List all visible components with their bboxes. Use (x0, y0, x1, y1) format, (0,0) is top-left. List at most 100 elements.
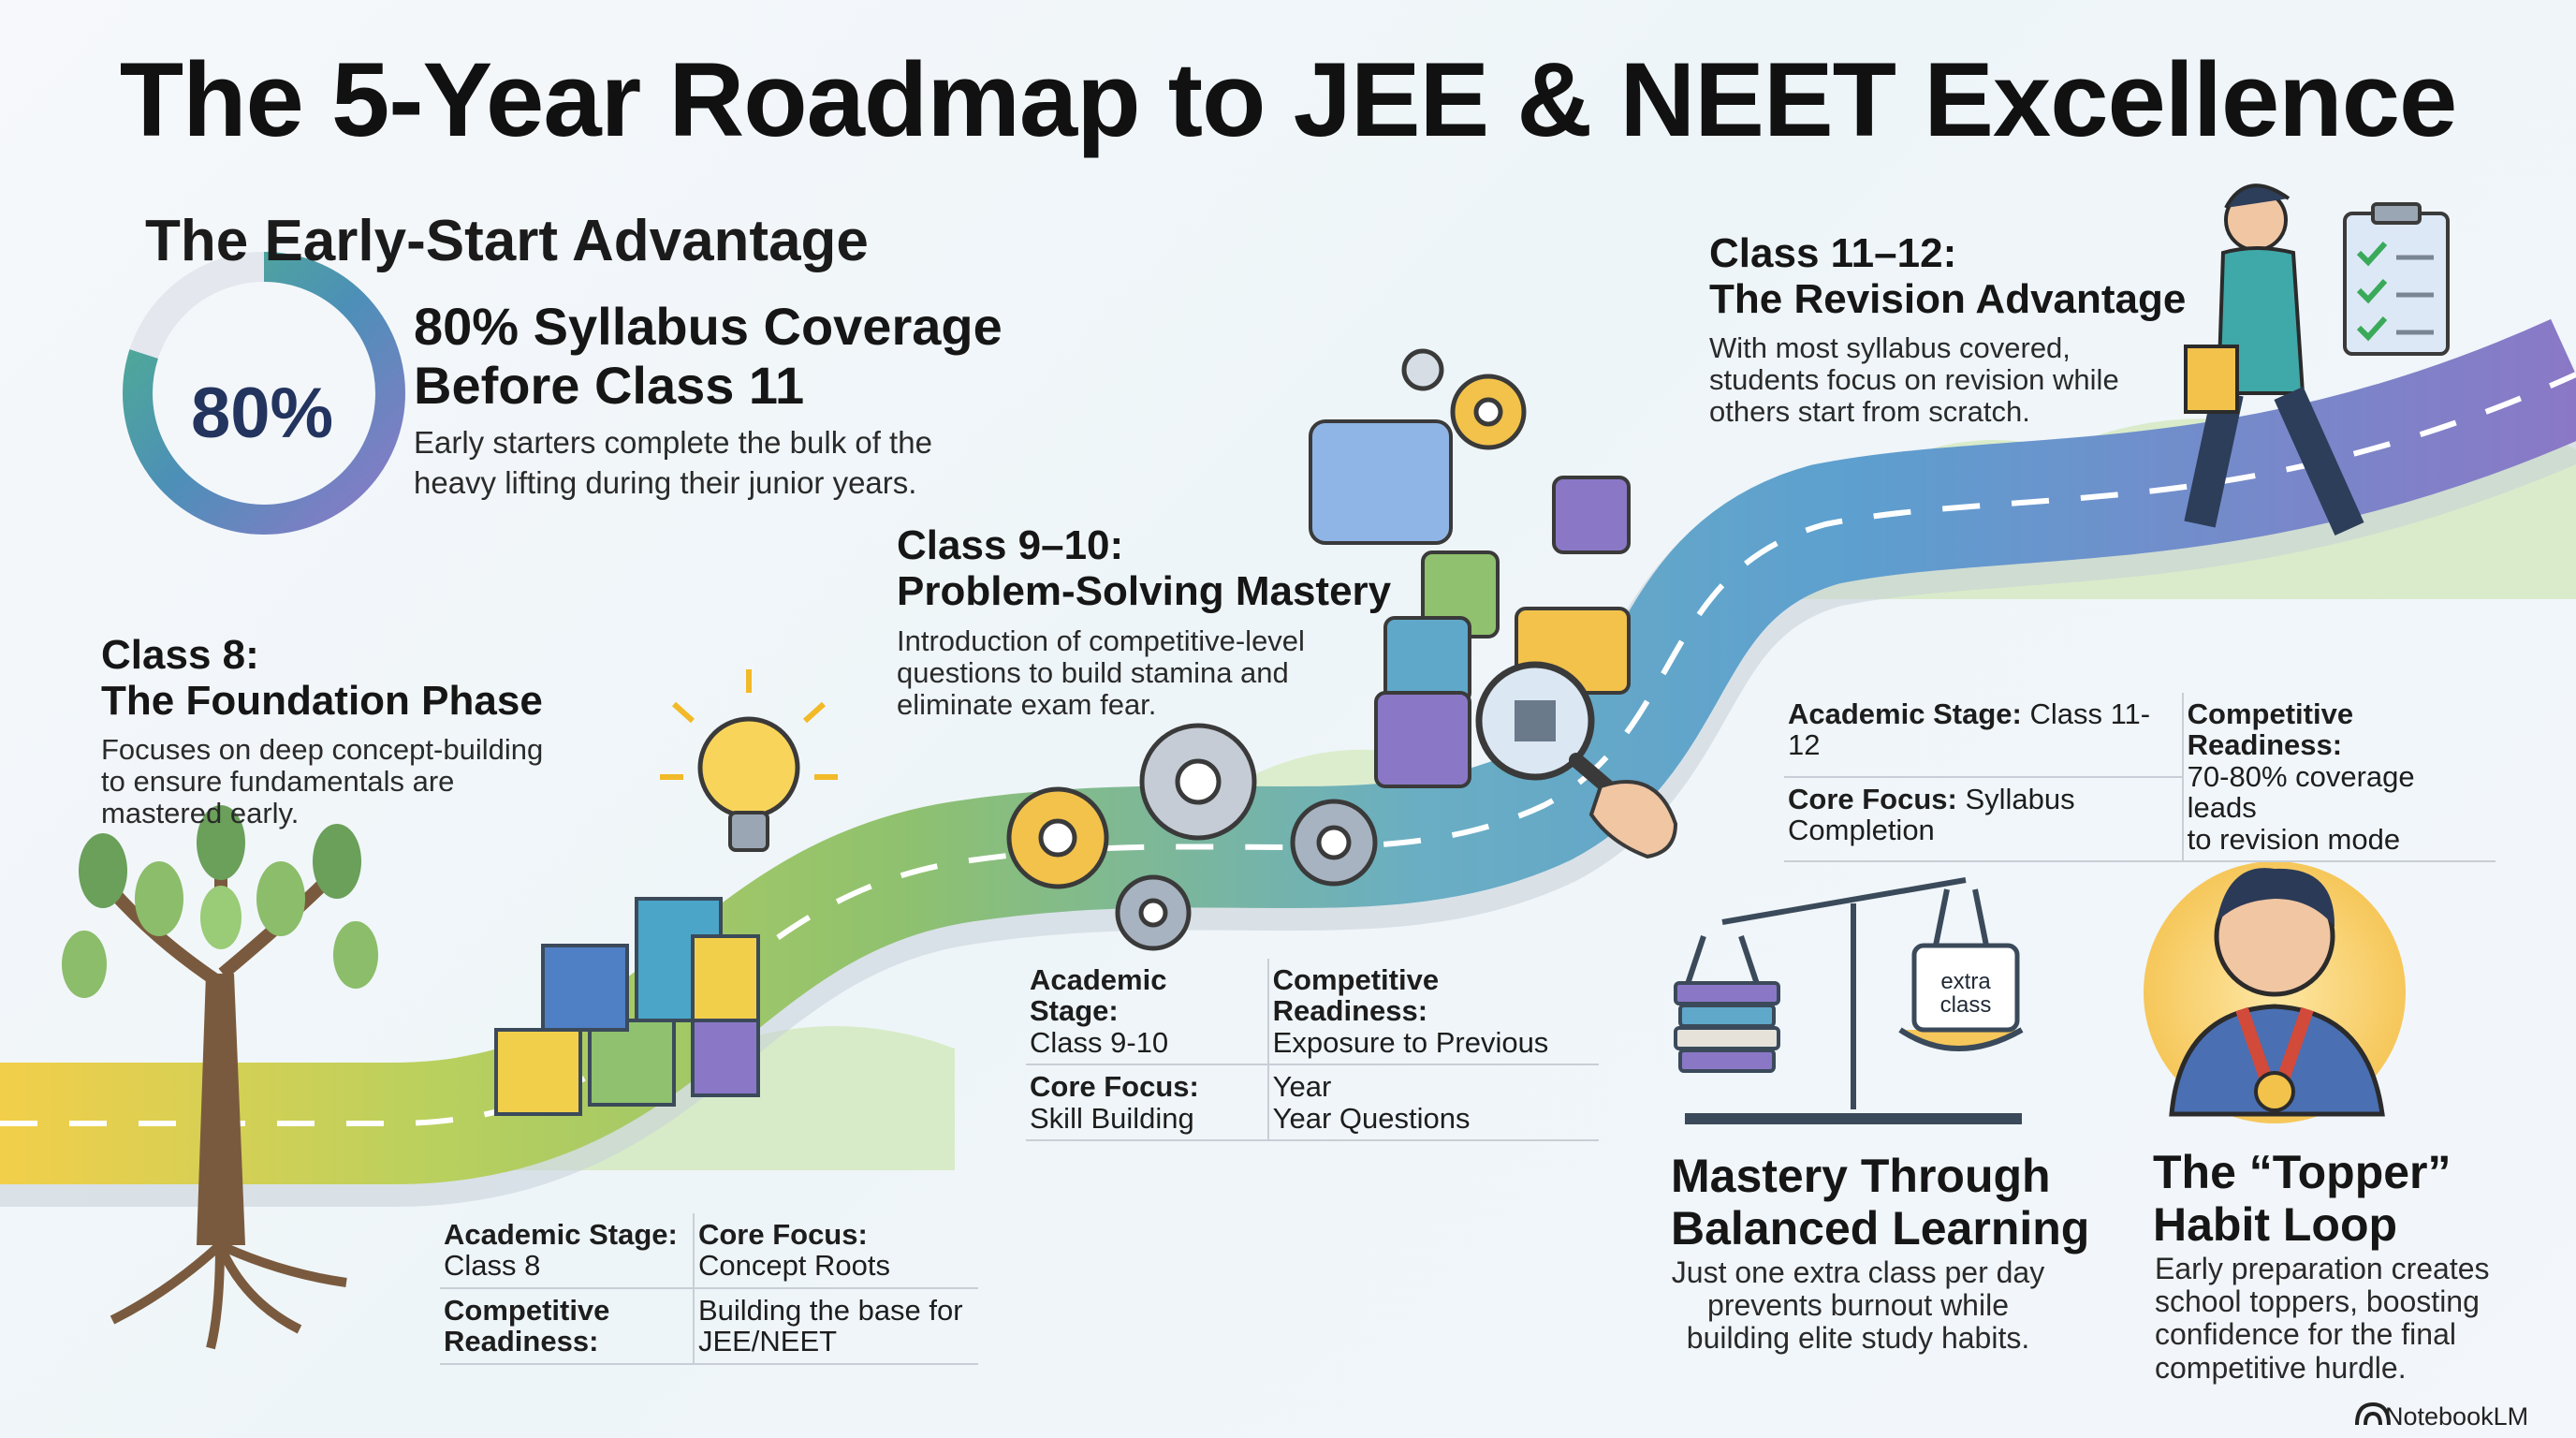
early-start-heading: The Early-Start Advantage (145, 209, 869, 273)
balanced-desc-line-3: building elite study habits. (1686, 1321, 2030, 1356)
class8-title: Class 8: The Foundation Phase (101, 632, 543, 725)
class9-10-readiness-cell: Competitive Readiness:Exposure to Previo… (1267, 959, 1599, 1066)
coverage-heading: 80% Syllabus Coverage Before Class 11 (414, 297, 1069, 415)
books-icon (1674, 981, 1780, 1073)
coverage-description: Early starters complete the bulk of the … (414, 423, 975, 504)
class9-10-academic-stage-cell: Academic Stage:Class 9-10 (1026, 959, 1269, 1066)
class11-12-desc-line-3: others start from scratch. (1709, 395, 2030, 429)
donut-progress-icon (123, 252, 405, 535)
class8-title-line-2: The Foundation Phase (101, 678, 543, 725)
topper-medal-icon (2144, 861, 2406, 1123)
percent-label: 80% (190, 374, 334, 453)
extra-class-tag-text: extra class (1914, 969, 2017, 1019)
class11-12-desc-line-2: students focus on revision while (1709, 363, 2119, 397)
topper-habit-description: Early preparation creates school toppers… (2155, 1252, 2529, 1385)
topper-habit-title: The “Topper” Habit Loop (2153, 1146, 2527, 1251)
lightbulb-icon (660, 669, 838, 852)
class8-title-line-1: Class 8: (101, 632, 259, 678)
academic-stage-value: Class 9-10 (1030, 1025, 1169, 1059)
readiness-label-line-1: Competitive (444, 1293, 610, 1327)
class9-10-desc-line-2: questions to build stamina and (897, 656, 1289, 690)
class9-10-desc-line-1: Introduction of competitive-level (897, 624, 1305, 657)
academic-stage-label: Academic Stage: (1788, 697, 2022, 730)
class8-desc-line-3: mastered early. (101, 797, 300, 830)
class8-desc-line-1: Focuses on deep concept-building (101, 733, 544, 766)
brain-puzzle-icon (1309, 419, 1631, 788)
class11-12-info-table: Academic Stage: Class 11-12 Competitive … (1784, 693, 2496, 863)
balanced-learning-title: Mastery Through Balanced Learning (1671, 1150, 2111, 1255)
readiness-label: Competitive Readiness: (1272, 963, 1440, 1028)
balanced-desc-line-2: prevents burnout while (1707, 1288, 2009, 1323)
topper-desc-line-4: competitive hurdle. (2155, 1350, 2407, 1385)
readiness-value-line-2: to revision mode (2187, 822, 2401, 856)
notebooklm-logo-icon (2355, 1401, 2391, 1426)
core-focus-label: Core Focus: (1030, 1070, 1199, 1104)
class11-12-academic-stage-cell: Academic Stage: Class 11-12 (1784, 693, 2184, 778)
readiness-value-line-2: Year (1272, 1070, 1332, 1104)
readiness-value-line-1: Exposure to Previous (1272, 1025, 1549, 1059)
class9-10-info-table: Academic Stage:Class 9-10 Competitive Re… (1026, 959, 1599, 1142)
readiness-value-line-2: JEE/NEET (697, 1325, 838, 1358)
core-focus-value: Syllabus Completion (1788, 782, 2075, 847)
blocks-icon (494, 897, 760, 1116)
readiness-value-line-1: Building the base for (697, 1293, 963, 1327)
extra-class-tag-line-1: extra (1940, 969, 1991, 994)
core-focus-label: Core Focus: (697, 1218, 868, 1251)
class9-10-core-focus-cell: Core Focus:Skill Building (1026, 1064, 1269, 1142)
core-focus-value: Skill Building (1030, 1101, 1194, 1135)
academic-stage-label: Academic Stage: (1030, 963, 1167, 1028)
page-title: The 5-Year Roadmap to JEE & NEET Excelle… (119, 41, 2458, 158)
coverage-desc-line-1: Early starters complete the bulk of the (414, 425, 932, 460)
class9-10-desc-line-3: eliminate exam fear. (897, 688, 1157, 722)
class9-10-description: Introduction of competitive-level questi… (897, 624, 1383, 722)
class8-core-focus-cell: Core Focus:Concept Roots (693, 1213, 978, 1289)
class11-12-title: Class 11–12: The Revision Advantage (1709, 230, 2186, 323)
class11-12-title-line-2: The Revision Advantage (1709, 276, 2187, 323)
class11-12-description: With most syllabus covered, students foc… (1709, 331, 2196, 429)
class8-academic-stage-cell: Academic Stage:Class 8 (440, 1213, 695, 1289)
topper-desc-line-2: school toppers, boosting (2155, 1284, 2480, 1319)
class11-12-title-line-1: Class 11–12: (1709, 230, 1957, 276)
readiness-value-line-3: Year Questions (1272, 1101, 1471, 1135)
class9-10-title-line-1: Class 9–10: (897, 522, 1124, 568)
extra-class-tag (1911, 943, 2020, 1033)
class11-12-core-focus-cell: Core Focus: Syllabus Completion (1784, 776, 2184, 863)
class8-description: Focuses on deep concept-building to ensu… (101, 733, 588, 830)
academic-stage-value: Class 8 (444, 1249, 541, 1283)
balanced-title-line-2: Balanced Learning (1671, 1202, 2090, 1255)
core-focus-label: Core Focus: (1788, 782, 1957, 815)
student-walking-icon (2184, 183, 2364, 536)
coverage-line-1: 80% Syllabus Coverage (414, 297, 1003, 356)
coverage-line-2: Before Class 11 (414, 355, 805, 415)
core-focus-value: Concept Roots (697, 1249, 891, 1283)
readiness-label: Competitive Readiness: (2187, 697, 2354, 762)
gear-icon (1006, 348, 1527, 951)
academic-stage-label: Academic Stage: (444, 1218, 678, 1251)
extra-class-tag-line-2: class (1939, 992, 1992, 1019)
brand-label: NotebookLM (2385, 1402, 2529, 1431)
topper-title-line-1: The “Topper” (2153, 1146, 2452, 1198)
magnifier-icon (1475, 661, 1678, 859)
coverage-desc-line-2: heavy lifting during their junior years. (414, 464, 917, 500)
readiness-label-line-2: Readiness: (444, 1325, 599, 1358)
checklist-icon (2343, 202, 2450, 356)
balanced-title-line-1: Mastery Through (1671, 1150, 2051, 1202)
class11-12-desc-line-1: With most syllabus covered, (1709, 331, 2071, 364)
topper-desc-line-1: Early preparation creates (2155, 1252, 2490, 1285)
class9-10-title-line-2: Problem-Solving Mastery (897, 568, 1392, 615)
academic-stage-value: Class 11-12 (1788, 697, 2151, 762)
class11-12-readiness-cell: Competitive Readiness:70-80% coverage le… (2182, 693, 2496, 863)
balanced-desc-line-1: Just one extra class per day (1671, 1255, 2045, 1289)
class9-10-title: Class 9–10: Problem-Solving Mastery (897, 522, 1391, 615)
readiness-value-line-1: 70-80% coverage leads (2187, 759, 2415, 825)
class8-info-table: Academic Stage:Class 8 Core Focus:Concep… (440, 1213, 978, 1365)
topper-desc-line-3: confidence for the final (2155, 1317, 2456, 1352)
tree-icon (62, 805, 378, 1350)
topper-title-line-2: Habit Loop (2153, 1198, 2398, 1251)
class8-desc-line-2: to ensure fundamentals are (101, 765, 455, 799)
balanced-learning-description: Just one extra class per day prevents bu… (1666, 1255, 2050, 1356)
